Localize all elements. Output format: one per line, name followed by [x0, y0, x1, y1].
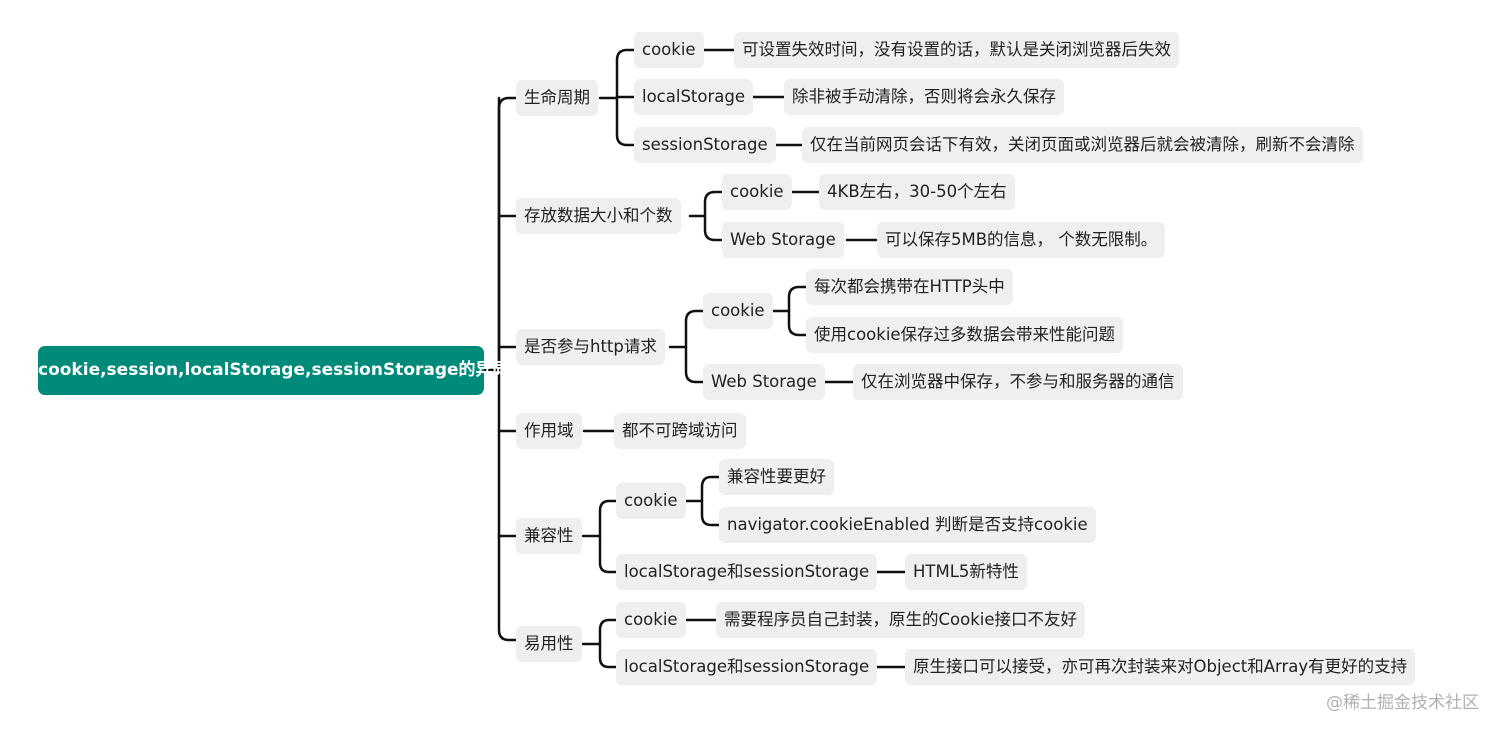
topic-usability[interactable]: 易用性: [516, 626, 582, 662]
http-cookie[interactable]: cookie: [703, 293, 773, 329]
compat-cookie[interactable]: cookie: [616, 483, 686, 519]
usability-cookie[interactable]: cookie: [616, 602, 686, 638]
size-webstorage-note[interactable]: 可以保存5MB的信息， 个数无限制。: [877, 222, 1166, 258]
size-cookie-note[interactable]: 4KB左右，30-50个左右: [819, 174, 1015, 210]
usability-webstorage[interactable]: localStorage和sessionStorage: [616, 649, 878, 685]
lifecycle-localstorage-note[interactable]: 除非被手动清除，否则将会永久保存: [784, 79, 1064, 115]
compat-cookie-note-2[interactable]: navigator.cookieEnabled 判断是否支持cookie: [719, 507, 1096, 543]
size-webstorage[interactable]: Web Storage: [722, 222, 844, 258]
topic-storage-size[interactable]: 存放数据大小和个数: [516, 198, 681, 234]
lifecycle-sessionstorage-note[interactable]: 仅在当前网页会话下有效，关闭页面或浏览器后就会被清除，刷新不会清除: [802, 127, 1363, 163]
http-cookie-note-2[interactable]: 使用cookie保存过多数据会带来性能问题: [806, 317, 1124, 353]
compat-cookie-note-1[interactable]: 兼容性要更好: [719, 459, 834, 495]
size-cookie[interactable]: cookie: [722, 174, 792, 210]
compat-webstorage[interactable]: localStorage和sessionStorage: [616, 554, 878, 590]
topic-scope[interactable]: 作用域: [516, 413, 582, 449]
lifecycle-localstorage[interactable]: localStorage: [634, 79, 754, 115]
http-webstorage-note[interactable]: 仅在浏览器中保存，不参与和服务器的通信: [853, 364, 1183, 400]
topic-lifecycle[interactable]: 生命周期: [516, 80, 598, 116]
lifecycle-sessionstorage[interactable]: sessionStorage: [634, 127, 776, 163]
http-cookie-note-1[interactable]: 每次都会携带在HTTP头中: [806, 269, 1013, 305]
http-webstorage[interactable]: Web Storage: [703, 364, 825, 400]
lifecycle-cookie-note[interactable]: 可设置失效时间，没有设置的话，默认是关闭浏览器后失效: [734, 32, 1179, 68]
usability-cookie-note[interactable]: 需要程序员自己封装，原生的Cookie接口不友好: [716, 602, 1086, 638]
usability-webstorage-note[interactable]: 原生接口可以接受，亦可再次封装来对Object和Array有更好的支持: [905, 649, 1416, 685]
scope-note[interactable]: 都不可跨域访问: [614, 413, 746, 449]
compat-webstorage-note[interactable]: HTML5新特性: [905, 554, 1027, 590]
watermark-text: @稀土掘金技术社区: [1326, 693, 1479, 713]
topic-compatibility[interactable]: 兼容性: [516, 518, 582, 554]
topic-http-request[interactable]: 是否参与http请求: [516, 329, 665, 365]
root-topic[interactable]: cookie,session,localStorage,sessionStora…: [38, 346, 510, 395]
lifecycle-cookie[interactable]: cookie: [634, 32, 704, 68]
